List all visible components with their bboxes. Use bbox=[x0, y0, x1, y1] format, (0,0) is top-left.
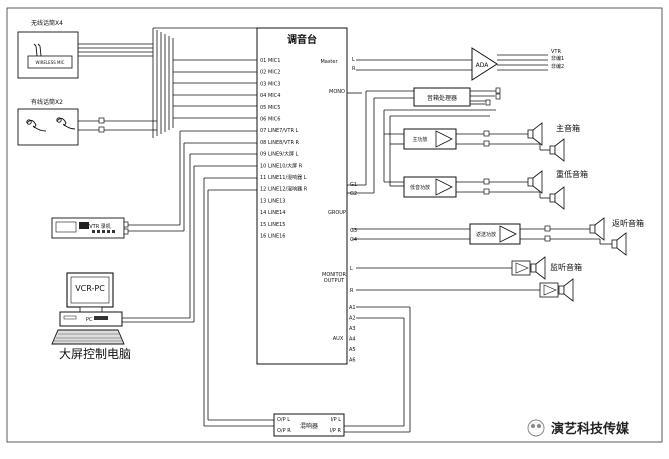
return-speaker-right-icon bbox=[611, 232, 627, 256]
main-amp-label: 主功放 bbox=[412, 136, 427, 143]
aux-port-5: A5 bbox=[349, 347, 356, 353]
sub-amp-label: 低音功放 bbox=[410, 184, 430, 191]
mixer-input-14: 14 LINE14 bbox=[260, 210, 285, 216]
mixer-input-9: 09 LINE9/大屏 L bbox=[260, 151, 299, 158]
aux-port-6: A6 bbox=[349, 358, 356, 364]
return-speaker-label: 返听音箱 bbox=[612, 218, 644, 228]
group-port-2: G2 bbox=[350, 191, 357, 197]
mixer-input-13: 13 LINE13 bbox=[260, 198, 285, 204]
outer-frame bbox=[6, 7, 663, 443]
mixer-box bbox=[256, 27, 348, 365]
sub-speaker-label: 重低音箱 bbox=[556, 169, 588, 179]
group-port-3: G3 bbox=[350, 228, 357, 234]
ada-output-3: 非编2 bbox=[551, 63, 564, 70]
group-label: GROUP bbox=[328, 210, 346, 216]
ada-amplifier bbox=[471, 47, 498, 81]
reverb-label: 混响器 bbox=[300, 422, 318, 430]
master-l-port: L bbox=[352, 57, 355, 63]
wireless-receiver bbox=[27, 55, 73, 69]
mixer-input-2: 02 MIC2 bbox=[260, 70, 280, 76]
monitor-speaker-right-icon bbox=[558, 278, 574, 302]
wireless-mic-box bbox=[17, 31, 79, 79]
antenna-icon bbox=[33, 43, 42, 57]
monitor-r-port: R bbox=[350, 288, 354, 294]
mixer-input-11: 11 LINE11/混响器 L bbox=[260, 174, 307, 181]
return-amp-box bbox=[469, 223, 521, 245]
speaker-processor-label: 音箱处理器 bbox=[427, 94, 457, 102]
mixer-title: 调音台 bbox=[287, 33, 317, 46]
pc-case-label: PC bbox=[86, 317, 93, 323]
monitor-speaker-label: 监听音箱 bbox=[550, 262, 582, 272]
pc-screen-text: VCR-PC bbox=[75, 284, 105, 293]
vtr-label: VTR 录机 bbox=[89, 223, 111, 230]
speaker-processor-box bbox=[413, 87, 471, 107]
mixer-input-8: 08 LINE8/VTR R bbox=[260, 140, 300, 146]
aux-port-1: A1 bbox=[349, 305, 356, 311]
monitor-l-port: L bbox=[350, 266, 353, 272]
monitor-label-1: MONITOR bbox=[322, 272, 346, 278]
mixer-input-16: 16 LINE16 bbox=[260, 234, 285, 240]
mixer-input-6: 06 MIC6 bbox=[260, 117, 280, 123]
watermark bbox=[527, 419, 545, 437]
main-speaker-label: 主音箱 bbox=[556, 123, 580, 133]
sub-speaker-right-icon bbox=[549, 186, 565, 210]
mixer-input-list: 01 MIC1 02 MIC2 03 MIC3 04 MIC4 05 MIC5 06 MI… bbox=[260, 58, 308, 240]
pc-illustration bbox=[51, 272, 125, 345]
mixer-input-15: 15 LINE15 bbox=[260, 222, 285, 228]
main-speaker-right-icon bbox=[549, 138, 565, 162]
master-r-port: R bbox=[352, 66, 356, 72]
group-port-4: G4 bbox=[350, 237, 357, 243]
aux-port-4: A4 bbox=[349, 337, 356, 343]
return-amp-label: 返送功放 bbox=[476, 231, 496, 238]
reverb-in-r: I/P R bbox=[330, 428, 342, 434]
mixer-input-12: 12 LINE12/混响器 R bbox=[260, 186, 308, 193]
reverb-out-r: O/P R bbox=[277, 428, 291, 434]
mixer-input-1: 01 MIC1 bbox=[260, 58, 280, 64]
mixer-input-3: 03 MIC3 bbox=[260, 81, 280, 87]
microphone-icon bbox=[26, 117, 76, 132]
monitor-label-2: OUTPUT bbox=[324, 278, 345, 284]
input-wiring bbox=[78, 27, 274, 427]
reverb-box bbox=[273, 413, 345, 437]
ada-output-2: 非编1 bbox=[551, 55, 564, 62]
main-amp-box bbox=[403, 128, 457, 150]
mixer-input-10: 10 LINE10/大屏 R bbox=[260, 162, 303, 169]
mixer-input-7: 07 LINE7/VTR L bbox=[260, 128, 299, 134]
master-label: Master bbox=[320, 59, 338, 65]
wired-mic-label: 有线话筒X2 bbox=[31, 98, 63, 106]
reverb-out-l: O/P L bbox=[277, 417, 290, 423]
main-speaker-left-icon bbox=[527, 122, 543, 146]
return-speaker-left-icon bbox=[589, 217, 605, 241]
watermark-text: 演艺科技传媒 bbox=[551, 421, 630, 437]
sub-speaker-left-icon bbox=[527, 170, 543, 194]
aux-port-2: A2 bbox=[349, 316, 356, 322]
ada-output-1: VTR bbox=[551, 49, 561, 55]
aux-port-3: A3 bbox=[349, 326, 356, 332]
mixer-input-5: 05 MIC5 bbox=[260, 105, 280, 111]
reverb-in-l: I/P L bbox=[330, 417, 341, 423]
wireless-receiver-text: WIRELESS MIC bbox=[36, 60, 65, 65]
wireless-mic-label: 无线话筒X4 bbox=[31, 19, 63, 27]
ada-label: ADA bbox=[476, 62, 490, 69]
pc-label: 大屏控制电脑 bbox=[59, 347, 131, 361]
mono-label: MONO bbox=[329, 89, 345, 95]
monitor-speaker-left-icon bbox=[530, 256, 546, 280]
sub-amp-box bbox=[403, 176, 457, 198]
aux-label: AUX bbox=[333, 336, 344, 342]
mixer-input-4: 04 MIC4 bbox=[260, 93, 280, 99]
wired-mic-box bbox=[17, 108, 79, 146]
